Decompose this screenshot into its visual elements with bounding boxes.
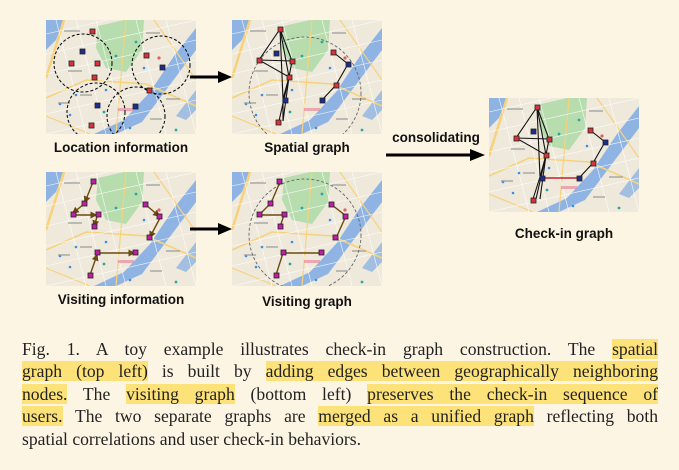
- checkin-graph-map: [489, 98, 639, 212]
- caption-text: Fig. 1. A toy example illustrates check-…: [22, 339, 613, 359]
- checkin-graph-label: Check-in graph: [514, 226, 614, 241]
- caption-text: The two separate graphs are: [62, 406, 319, 427]
- caption-line: Fig. 1. A toy example illustrates check-…: [22, 338, 658, 360]
- caption-line: graph (top left) is built by adding edge…: [22, 360, 659, 382]
- caption-line: users. The two separate graphs are merge…: [22, 405, 658, 427]
- location-information-label: Location information: [53, 140, 189, 155]
- caption-highlight: graph (top left): [22, 361, 148, 382]
- consolidating-label: consolidating: [392, 130, 480, 145]
- caption-highlight: adding edges between geographically neig…: [265, 361, 659, 382]
- caption-text: is built by: [147, 361, 266, 382]
- figure-caption: Fig. 1. A toy example illustrates check-…: [22, 338, 659, 450]
- caption-highlight: users.: [22, 406, 63, 427]
- caption-highlight: nodes.: [22, 383, 68, 404]
- caption-text: spatial correlations and user check-in b…: [22, 428, 362, 449]
- spatial-graph-label: Spatial graph: [264, 140, 350, 155]
- visiting-information-label: Visiting information: [57, 292, 185, 307]
- location-information-map: [46, 20, 196, 134]
- caption-highlight: merged as a unified graph: [318, 406, 534, 427]
- caption-highlight: visiting graph: [126, 383, 235, 404]
- caption-text: (bottom left): [234, 383, 368, 404]
- caption-text: The: [67, 383, 127, 404]
- caption-line: spatial correlations and user check-in b…: [22, 428, 658, 450]
- spatial-graph-map: [232, 20, 382, 134]
- caption-highlight: preserves the check-in sequence of: [367, 383, 658, 404]
- right-arrow-icon: [190, 71, 232, 83]
- right-arrow-icon: [190, 223, 232, 235]
- caption-text: reflecting both: [533, 406, 659, 427]
- visiting-information-map: [46, 172, 196, 286]
- visiting-graph-label: Visiting graph: [262, 294, 352, 309]
- caption-line: nodes. The visiting graph (bottom left) …: [22, 383, 658, 405]
- consolidating-arrow-icon: [386, 149, 485, 161]
- visiting-graph-map: [232, 172, 382, 286]
- caption-highlight: spatial: [612, 339, 658, 359]
